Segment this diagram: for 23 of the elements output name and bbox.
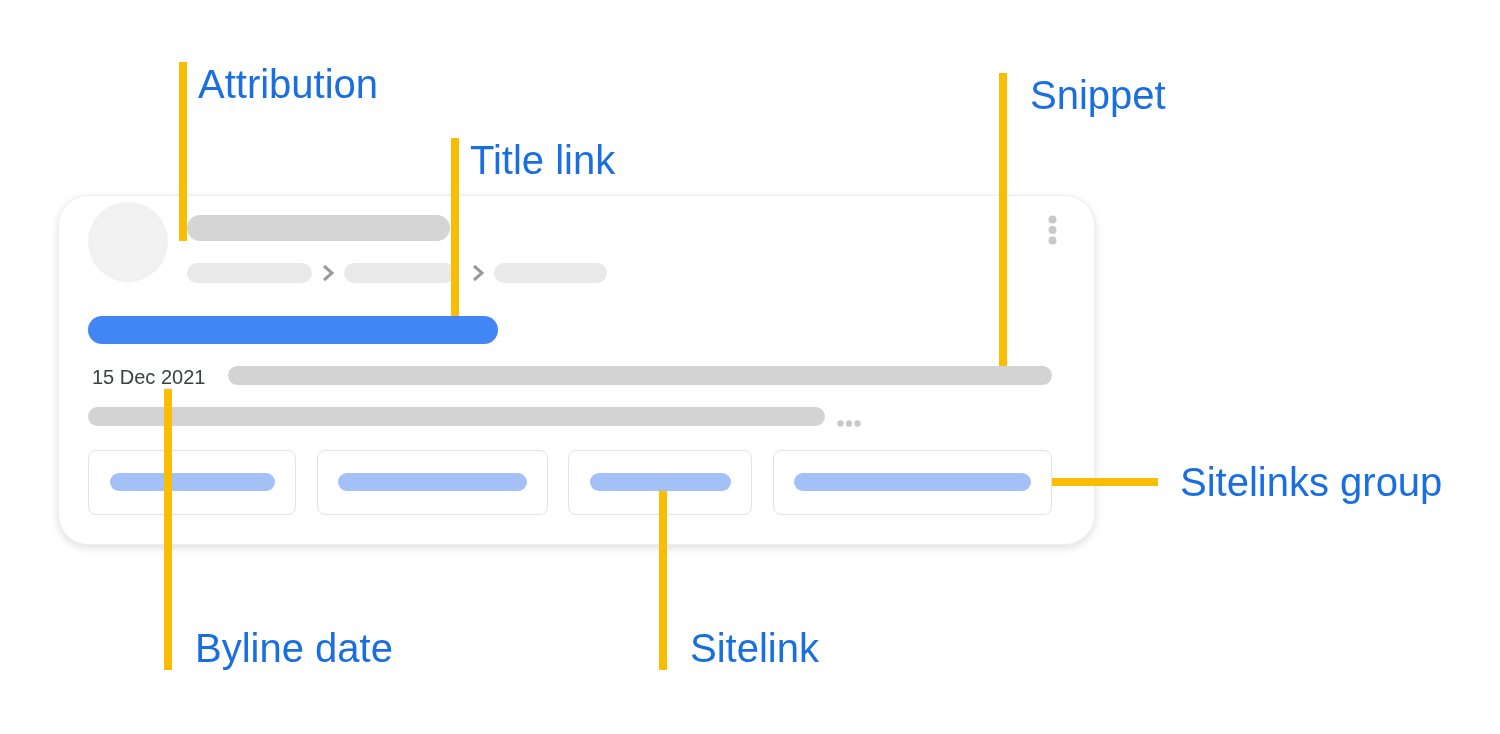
sitelink-card [88, 450, 296, 515]
leader-line [999, 73, 1007, 366]
leader-line [164, 389, 172, 670]
sitelink-bar [794, 473, 1031, 491]
callout-label: Sitelinks group [1158, 460, 1443, 504]
sitelink-card [773, 450, 1052, 515]
snippet-line-bar [88, 407, 825, 426]
site-name-bar [187, 215, 450, 241]
callout-label: Sitelink [667, 626, 819, 670]
result-card [58, 195, 1095, 545]
sitelink-card [568, 450, 752, 515]
callout-label: Snippet [1007, 73, 1166, 117]
snippet-line-bar [228, 366, 1052, 385]
callout-label: Attribution [187, 62, 379, 106]
callout-label: Byline date [172, 626, 393, 670]
sitelink-bar [590, 473, 731, 491]
sitelink-card [317, 450, 548, 515]
title-link-bar [88, 316, 498, 344]
callout-label: Title link [459, 138, 616, 182]
date-text: 15 Dec 2021 [92, 365, 206, 389]
leader-line [451, 138, 459, 316]
sitelink-bar [338, 473, 527, 491]
sitelink-bar [110, 473, 275, 491]
